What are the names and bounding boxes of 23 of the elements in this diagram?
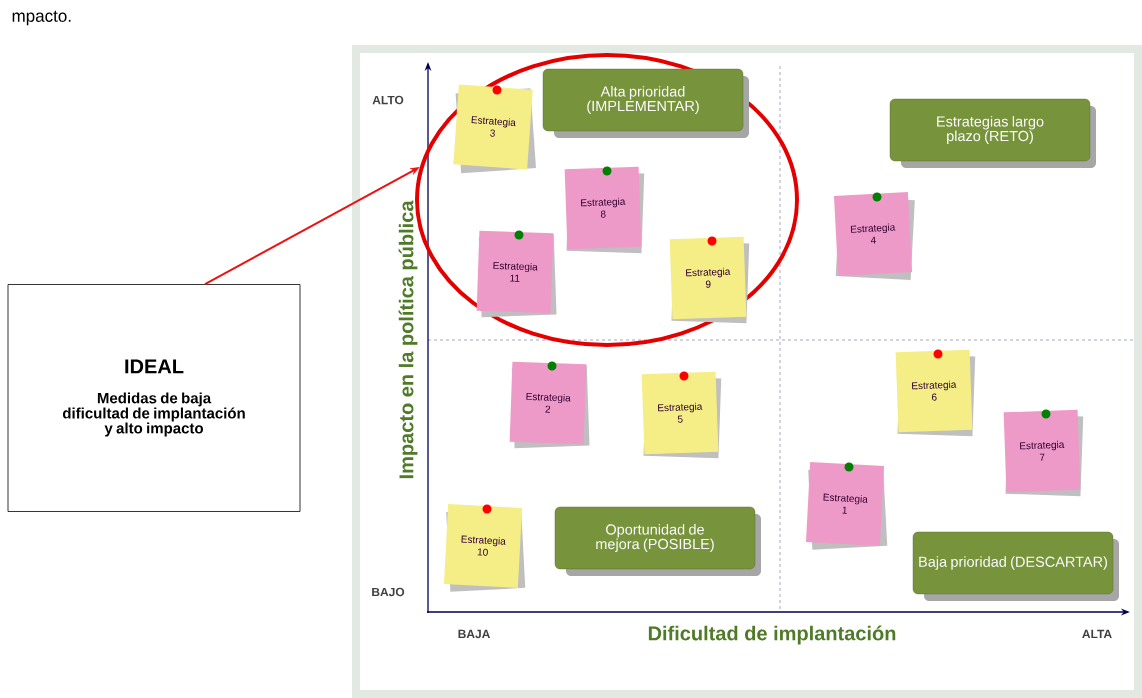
axis-label: ALTO bbox=[372, 95, 404, 105]
axis-title: Dificultad de implantación bbox=[648, 625, 896, 645]
axis-label: BAJA bbox=[458, 629, 490, 639]
sticky-note: Estrategia 5 bbox=[641, 371, 722, 459]
axis-title: Impacto en la política pública bbox=[398, 200, 418, 479]
sticky-note: Estrategia 9 bbox=[669, 236, 750, 324]
sticky-note: Estrategia 8 bbox=[564, 166, 645, 254]
sticky-note: Estrategia 6 bbox=[895, 349, 976, 437]
sticky-note: Estrategia 1 bbox=[805, 462, 888, 550]
sticky-note: Estrategia 10 bbox=[443, 504, 526, 592]
sticky-note: Estrategia 2 bbox=[509, 361, 590, 449]
sticky-note: Estrategia 11 bbox=[476, 230, 557, 318]
axis-label: ALTA bbox=[1082, 629, 1112, 639]
sticky-note: Estrategia 3 bbox=[453, 84, 536, 174]
label-box: Baja prioridad (DESCARTAR) bbox=[912, 531, 1119, 601]
sticky-note: Estrategia 7 bbox=[1003, 409, 1084, 497]
label-box: Alta prioridad (IMPLEMENTAR) bbox=[542, 68, 749, 138]
label-box: Oportunidad de mejora (POSIBLE) bbox=[554, 506, 761, 576]
sticky-note: Estrategia 4 bbox=[833, 192, 915, 281]
body-text: mpacto. bbox=[12, 10, 71, 26]
label-box: Estrategias largo plazo (RETO) bbox=[889, 98, 1096, 168]
text-box: IDEAL Medidas de baja dificultad de implantación y alto impacto bbox=[7, 284, 301, 512]
axis-label: BAJO bbox=[372, 587, 405, 597]
